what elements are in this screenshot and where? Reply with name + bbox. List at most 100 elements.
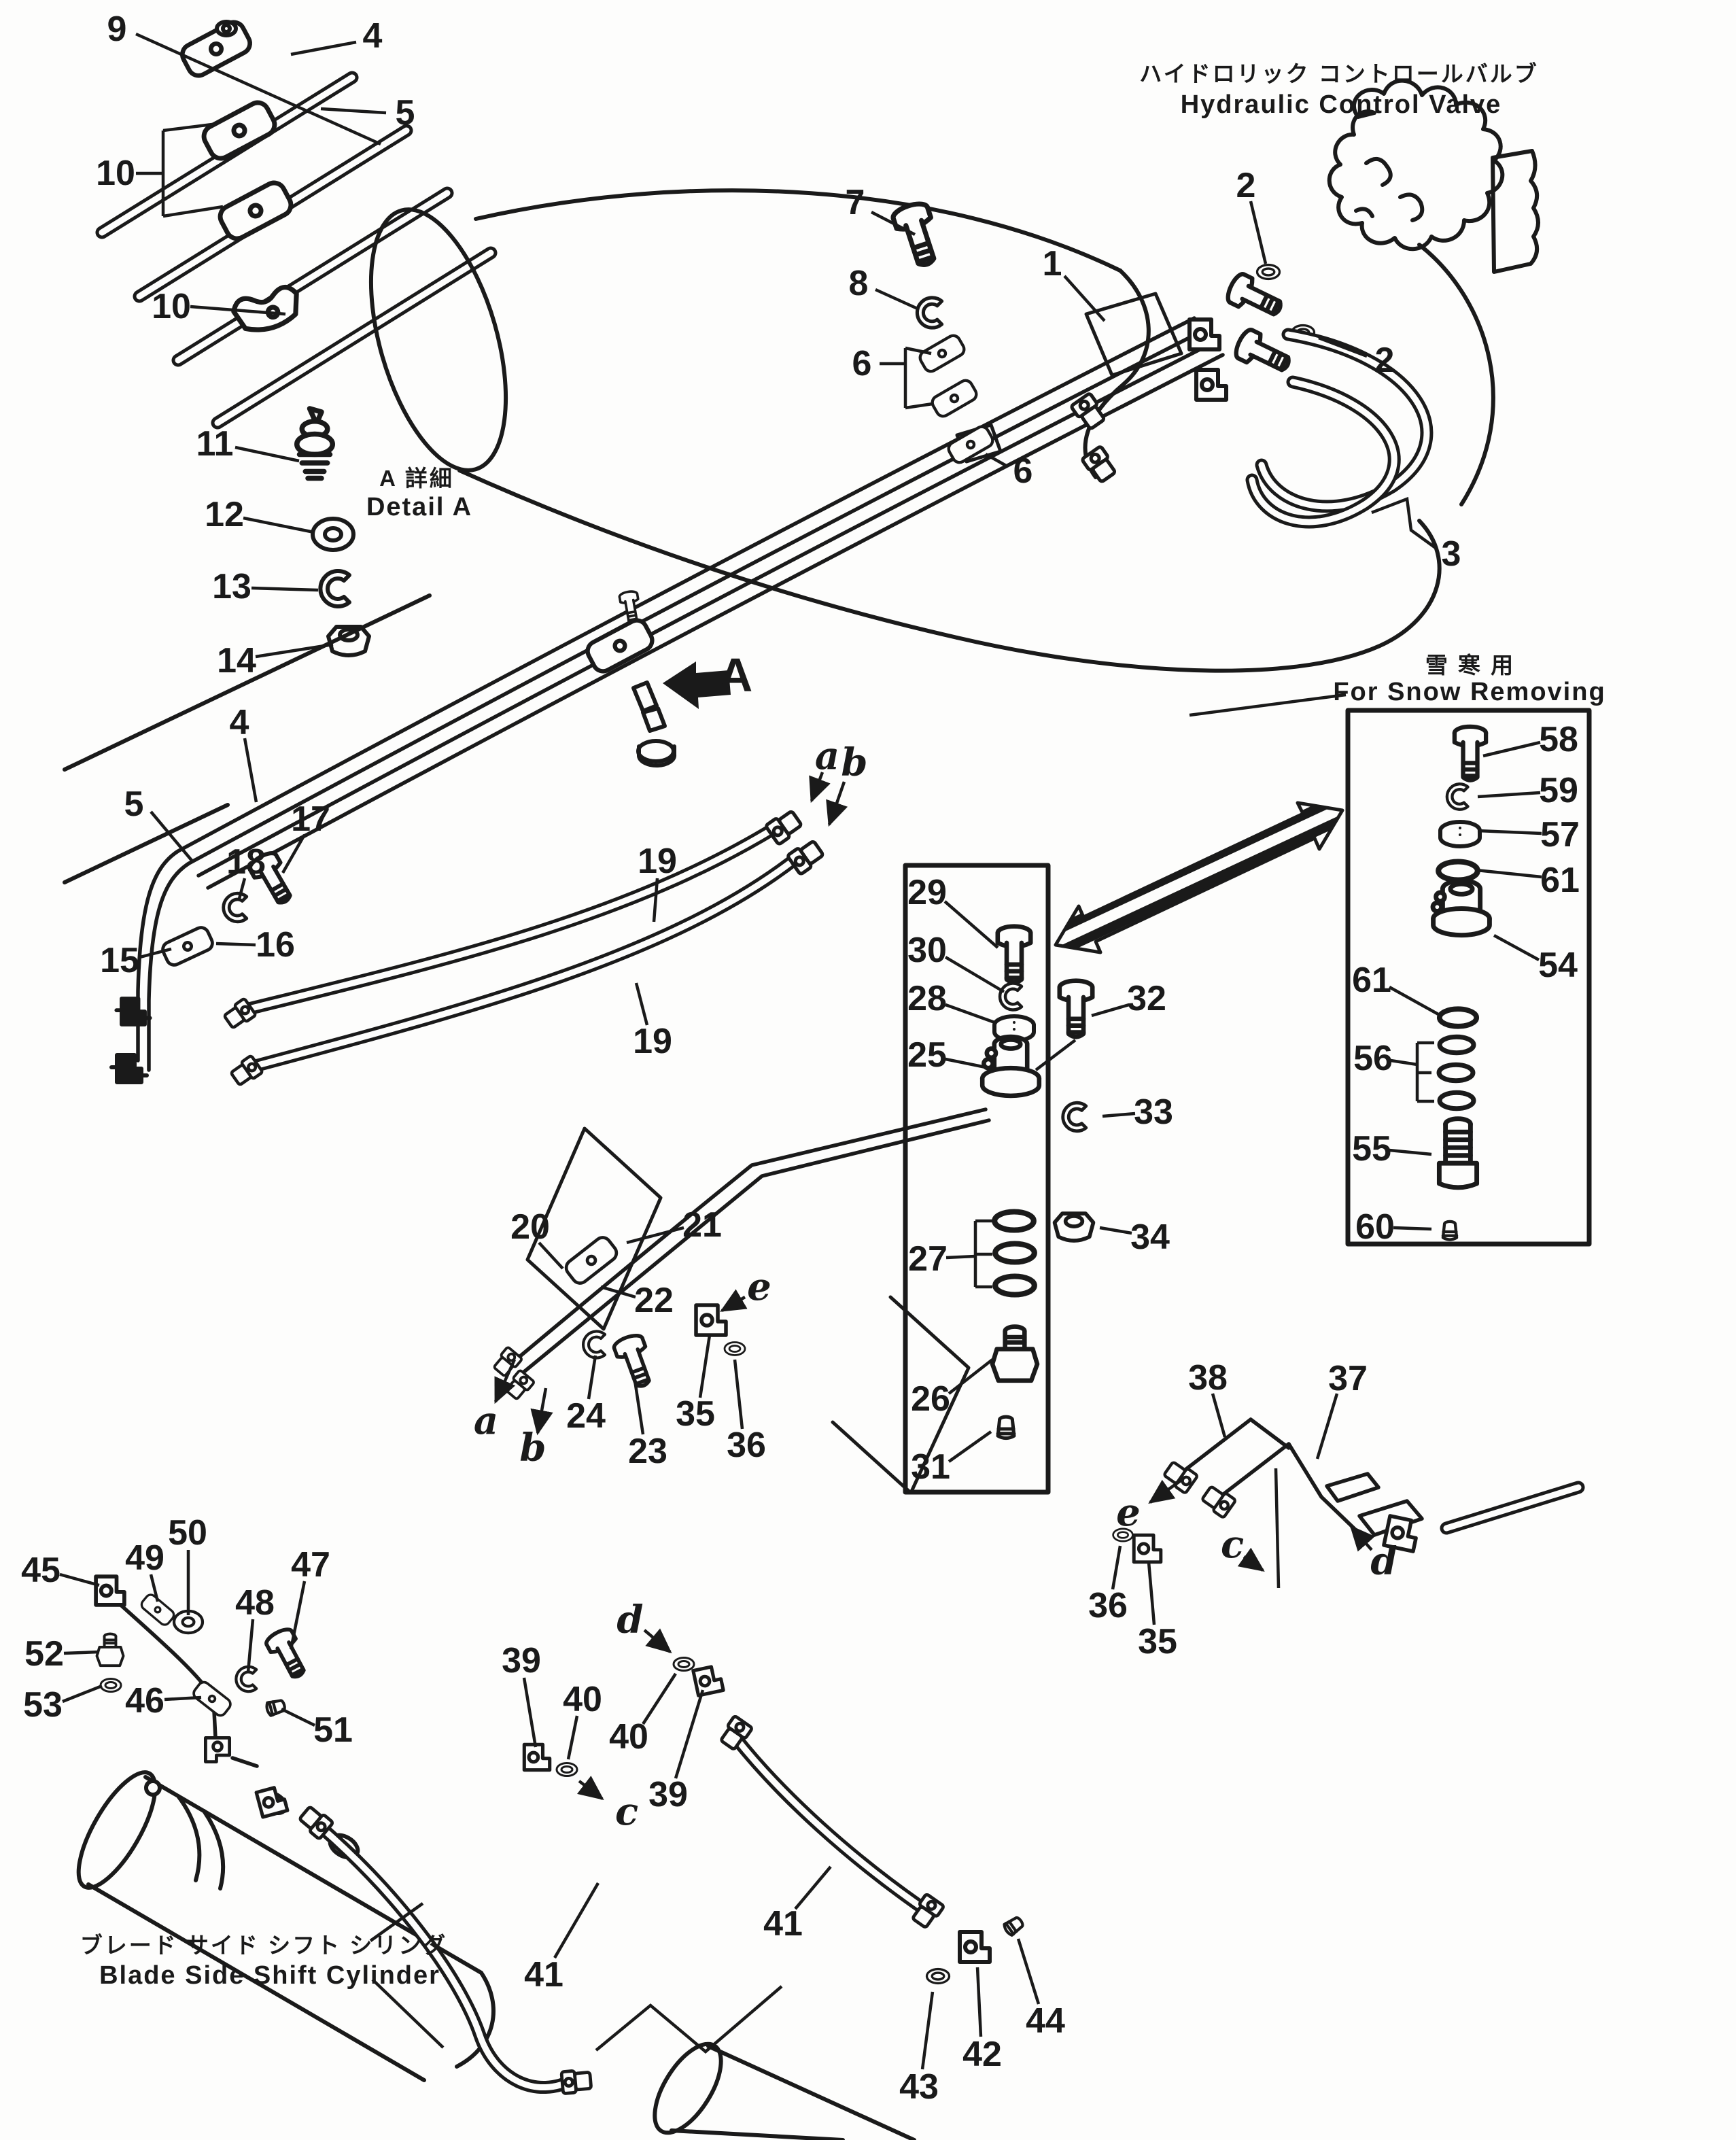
elbow-45-icon xyxy=(96,1576,124,1605)
bracket-line xyxy=(371,1978,445,2049)
callout-25: 25 xyxy=(907,1035,947,1075)
snap-ring-24-icon xyxy=(583,1332,605,1358)
oring-56-icon xyxy=(1440,1092,1474,1108)
snap-ring-30-icon xyxy=(1000,984,1022,1010)
callout-d-2: d xyxy=(1370,1539,1397,1584)
callout-49: 49 xyxy=(125,1538,164,1578)
callout-23: 23 xyxy=(628,1432,667,1471)
fitting-25-icon xyxy=(982,1037,1039,1096)
plug-31-icon xyxy=(998,1417,1014,1438)
leader-23 xyxy=(632,1375,645,1435)
adapter-26-icon xyxy=(992,1327,1037,1381)
callout-57: 57 xyxy=(1540,815,1580,855)
leader-57 xyxy=(1477,829,1542,835)
leader-9 xyxy=(135,32,381,146)
leader-56 xyxy=(1390,1058,1418,1067)
pipes-37-38 xyxy=(1112,1417,1585,1562)
leader-48 xyxy=(246,1619,255,1673)
leader-c-2 xyxy=(1237,1547,1265,1572)
blade-side-shift-cylinder xyxy=(76,1600,496,2082)
callout-20: 20 xyxy=(510,1207,550,1247)
callout-34: 34 xyxy=(1130,1218,1170,1257)
callout-5-main: 5 xyxy=(124,784,144,824)
leader-7 xyxy=(870,211,916,236)
pipes-20-21 xyxy=(490,1107,991,1495)
leader-59 xyxy=(1477,791,1541,799)
bracket-line xyxy=(595,1985,783,2054)
clamp-10-icon xyxy=(216,179,294,242)
leader-15 xyxy=(139,947,172,959)
callout-61-a: 61 xyxy=(1540,861,1580,900)
bolt-32-icon xyxy=(1060,981,1092,1037)
oring-56-icon xyxy=(1439,1065,1473,1080)
snap-ring-33-icon xyxy=(1063,1103,1086,1131)
leader-17 xyxy=(281,833,306,874)
oring-27-icon xyxy=(994,1212,1034,1230)
oring-2-icon xyxy=(1255,263,1281,281)
leader-53 xyxy=(62,1684,103,1704)
callout-39-a: 39 xyxy=(502,1641,541,1680)
callout-a-1: a xyxy=(815,734,839,778)
callout-A: A xyxy=(718,649,753,702)
leader-11 xyxy=(235,445,300,463)
leader-36-b xyxy=(1111,1545,1122,1590)
leader-a-1 xyxy=(809,772,831,804)
oring-40-icon xyxy=(555,1762,578,1777)
callout-11: 11 xyxy=(196,424,234,464)
snap-ring-8-icon xyxy=(917,298,941,328)
valve-title-en: Hydraulic Control Valve xyxy=(1181,90,1502,119)
leader-30 xyxy=(944,956,1005,993)
cap-57-icon xyxy=(1440,822,1480,846)
snow-option-arrow xyxy=(1054,801,1344,954)
valve-parts-box xyxy=(903,863,1051,1495)
leader-6-b xyxy=(984,453,1009,468)
leader-41-b xyxy=(794,1865,832,1910)
snap-ring-18-icon xyxy=(224,893,247,922)
elbow-39-icon xyxy=(693,1666,723,1695)
leader-26 xyxy=(948,1358,994,1395)
callout-e-2: e xyxy=(1116,1490,1141,1535)
callout-13: 13 xyxy=(212,567,251,606)
leader-19-b xyxy=(634,982,649,1026)
leader-25 xyxy=(945,1057,986,1069)
elbow-fitting-icon xyxy=(1190,320,1219,349)
callout-b-1: b xyxy=(841,740,867,785)
detail-a-arrow xyxy=(663,661,731,709)
leader-a-2 xyxy=(493,1359,517,1404)
bolt-58-icon xyxy=(1455,727,1486,780)
callout-58: 58 xyxy=(1539,720,1578,759)
callout-18: 18 xyxy=(226,842,266,882)
callout-4-main: 4 xyxy=(230,703,249,742)
leader-4-main xyxy=(243,738,258,803)
bolt-1-icon xyxy=(1224,271,1286,323)
pipe-elbow-icon xyxy=(111,1055,147,1082)
leader-4-top xyxy=(290,40,357,56)
callout-7: 7 xyxy=(846,183,865,222)
oring-61-icon xyxy=(1440,1009,1476,1026)
clamp-a-assembly xyxy=(631,680,677,767)
fitting-54-icon xyxy=(1433,880,1489,935)
oring-40-icon xyxy=(672,1657,695,1672)
callout-55: 55 xyxy=(1352,1129,1391,1169)
callout-22: 22 xyxy=(634,1281,674,1320)
leader-5-top xyxy=(320,107,387,115)
leader-32 xyxy=(1091,1003,1130,1018)
plug-55-icon xyxy=(1439,1119,1476,1188)
callout-31: 31 xyxy=(911,1447,950,1487)
callout-10-b: 10 xyxy=(152,287,191,326)
callout-16: 16 xyxy=(256,925,295,965)
leader-58 xyxy=(1482,740,1541,758)
oring-43-icon xyxy=(925,1967,951,1985)
callout-b-2: b xyxy=(519,1426,546,1470)
callout-2-a: 2 xyxy=(1236,166,1256,205)
leader-18 xyxy=(237,878,247,899)
callout-6-a: 6 xyxy=(852,344,872,383)
callout-51: 51 xyxy=(313,1710,353,1750)
leader-60 xyxy=(1393,1226,1432,1231)
callout-26: 26 xyxy=(911,1379,950,1419)
callout-32: 32 xyxy=(1127,979,1166,1018)
bracket-line xyxy=(905,346,932,356)
leader-61-a xyxy=(1476,868,1542,879)
leader-61-b xyxy=(1388,986,1440,1016)
